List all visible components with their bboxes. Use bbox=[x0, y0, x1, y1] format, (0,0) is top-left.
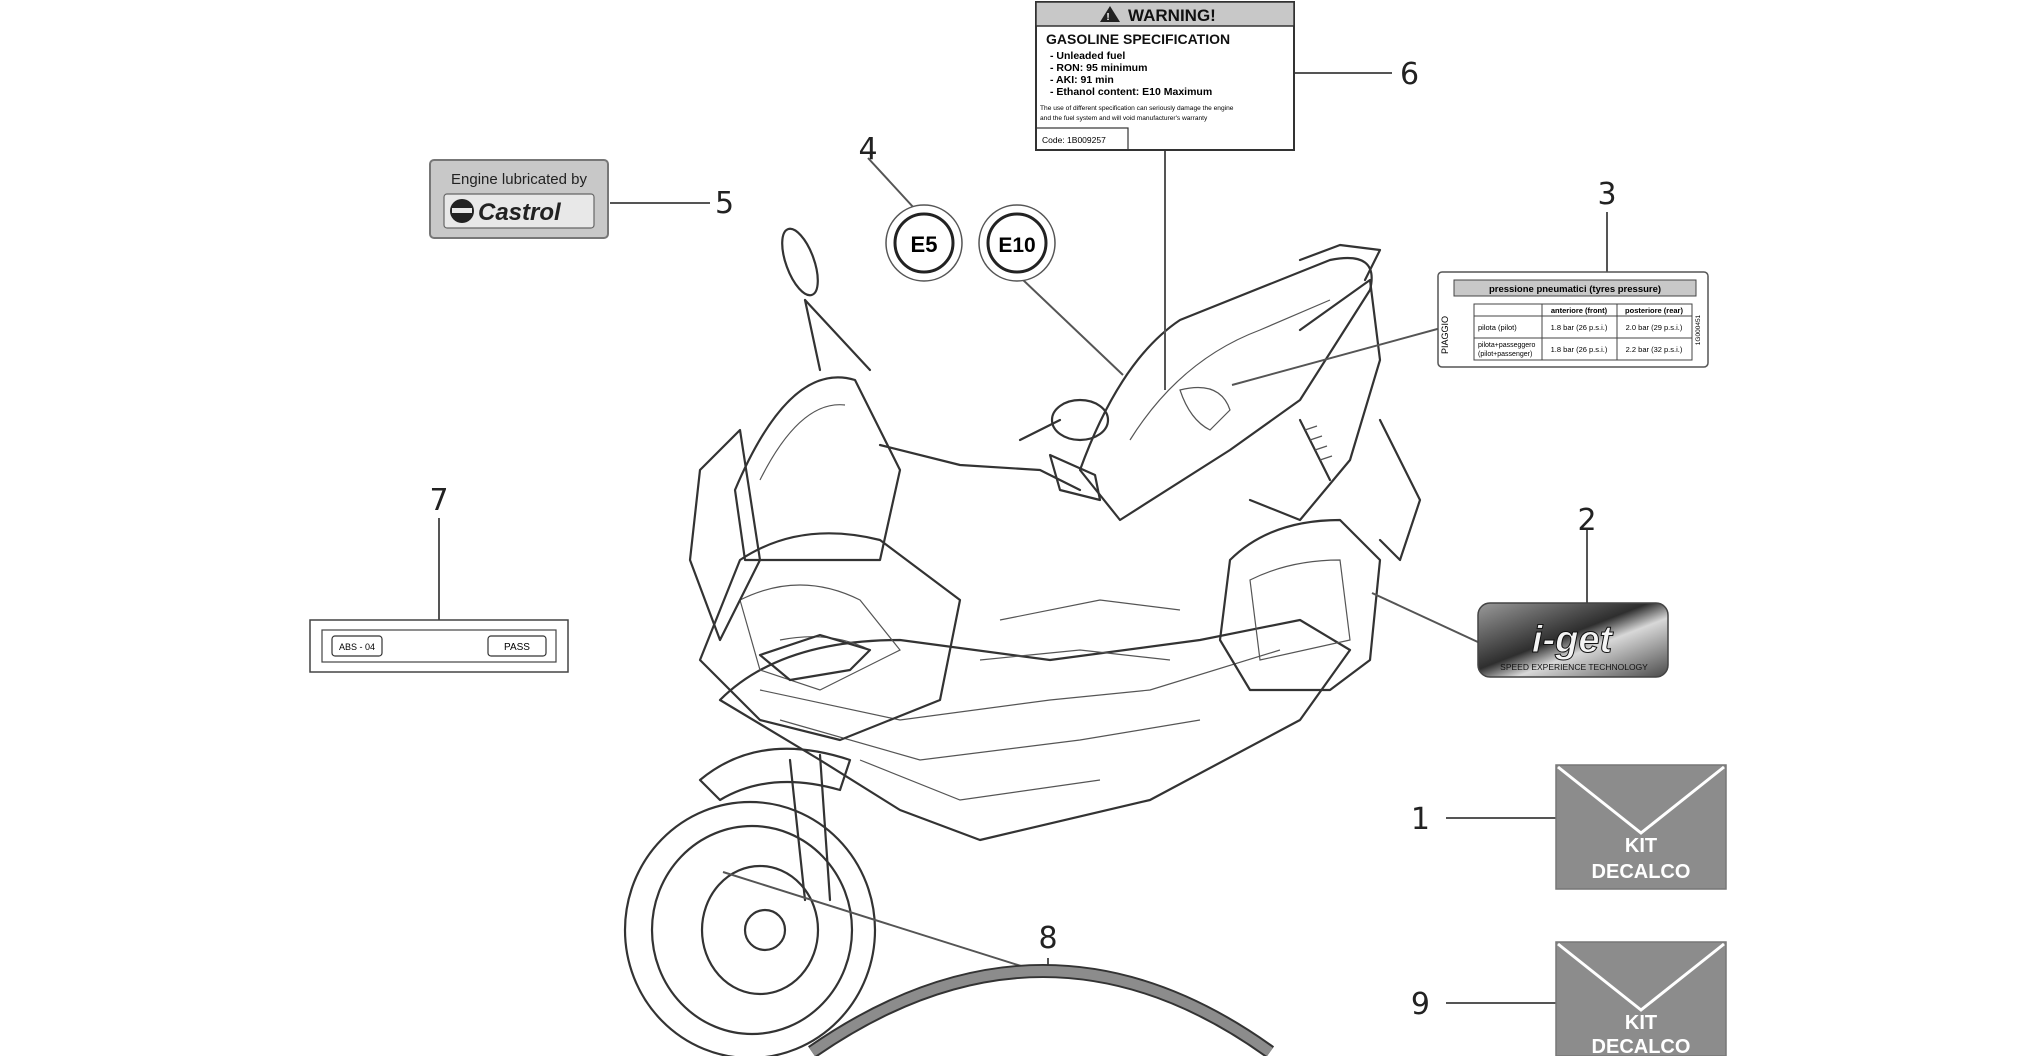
callout-numbers: 1 2 3 4 5 6 7 8 9 bbox=[429, 57, 1616, 1022]
callout-6: 6 bbox=[1400, 57, 1419, 92]
tyre-row1-label: pilota (pilot) bbox=[1478, 323, 1517, 332]
callout-5: 5 bbox=[715, 186, 734, 221]
leader-lines bbox=[438, 72, 1608, 1004]
warning-item-1: - Unleaded fuel bbox=[1050, 50, 1125, 62]
tyre-pressure-label: pressione pneumatici (tyres pressure) PI… bbox=[1437, 271, 1709, 368]
kit-1-line1: KIT bbox=[1625, 835, 1657, 857]
envelope-icon bbox=[1557, 765, 1725, 835]
warning-item-3: - AKI: 91 min bbox=[1050, 74, 1114, 86]
tyre-code-vertical: 1G000451 bbox=[1695, 314, 1702, 345]
kit-9-line1: KIT bbox=[1625, 1012, 1657, 1034]
warning-header: WARNING! bbox=[1128, 6, 1216, 25]
abs-label: ABS - 04 PASS bbox=[309, 619, 569, 673]
warning-code: Code: 1B009257 bbox=[1042, 135, 1106, 145]
badge-e5: E5 bbox=[911, 232, 938, 257]
warning-triangle-icon bbox=[1100, 6, 1120, 22]
abs-left-text: ABS - 04 bbox=[339, 642, 375, 652]
tyre-col-front: anteriore (front) bbox=[1551, 306, 1608, 315]
warning-item-4: - Ethanol content: E10 Maximum bbox=[1050, 86, 1212, 98]
warning-label: ! WARNING! GASOLINE SPECIFICATION - Unle… bbox=[1035, 1, 1295, 151]
abs-right-text: PASS bbox=[504, 642, 530, 653]
fender-strip-decal bbox=[808, 964, 1275, 1056]
castrol-label: Engine lubricated by Castrol bbox=[429, 159, 609, 239]
warning-note-1: The use of different specification can s… bbox=[1040, 105, 1234, 112]
kit-9-line2: DECALCO bbox=[1592, 1036, 1691, 1056]
callout-2: 2 bbox=[1577, 503, 1596, 538]
callout-8: 8 bbox=[1038, 921, 1057, 956]
kit-decalco-9: KIT DECALCO bbox=[1555, 941, 1727, 1056]
tyre-title: pressione pneumatici (tyres pressure) bbox=[1489, 284, 1661, 295]
callout-9: 9 bbox=[1411, 987, 1430, 1022]
badge-e10: E10 bbox=[998, 234, 1035, 257]
warning-item-2: - RON: 95 minimum bbox=[1050, 62, 1147, 74]
svg-text:!: ! bbox=[1106, 12, 1109, 23]
iget-label: i-get SPEED EXPERIENCE TECHNOLOGY bbox=[1477, 602, 1669, 678]
callout-7: 7 bbox=[429, 483, 448, 518]
tyre-row2-label-b: (pilot+passenger) bbox=[1478, 351, 1532, 358]
callout-4: 4 bbox=[858, 132, 877, 167]
tyre-row2-label-a: pilota+passeggero bbox=[1478, 342, 1536, 349]
kit-decalco-1: KIT DECALCO bbox=[1555, 764, 1727, 890]
envelope-icon bbox=[1557, 942, 1725, 1012]
tyre-row1-front: 1.8 bar (26 p.s.i.) bbox=[1551, 323, 1608, 332]
tyre-row2-front: 1.8 bar (26 p.s.i.) bbox=[1551, 345, 1608, 354]
callout-1: 1 bbox=[1411, 802, 1430, 837]
tyre-col-rear: posteriore (rear) bbox=[1625, 306, 1683, 315]
iget-logo: i-get bbox=[1532, 619, 1614, 661]
fuel-badges: E5 E10 bbox=[885, 204, 1056, 282]
iget-tagline: SPEED EXPERIENCE TECHNOLOGY bbox=[1500, 662, 1648, 672]
tyre-brand-vertical: PIAGGIO bbox=[1440, 316, 1450, 354]
scooter-drawing bbox=[623, 227, 1422, 1056]
warning-note-2: and the fuel system and will void manufa… bbox=[1040, 115, 1208, 122]
tyre-row2-rear: 2.2 bar (32 p.s.i.) bbox=[1626, 345, 1683, 354]
warning-title: GASOLINE SPECIFICATION bbox=[1046, 31, 1230, 47]
castrol-line1: Engine lubricated by bbox=[451, 171, 587, 188]
callout-3: 3 bbox=[1597, 177, 1616, 212]
castrol-brand: Castrol bbox=[478, 199, 562, 226]
kit-1-line2: DECALCO bbox=[1592, 861, 1691, 883]
tyre-row1-rear: 2.0 bar (29 p.s.i.) bbox=[1626, 323, 1683, 332]
